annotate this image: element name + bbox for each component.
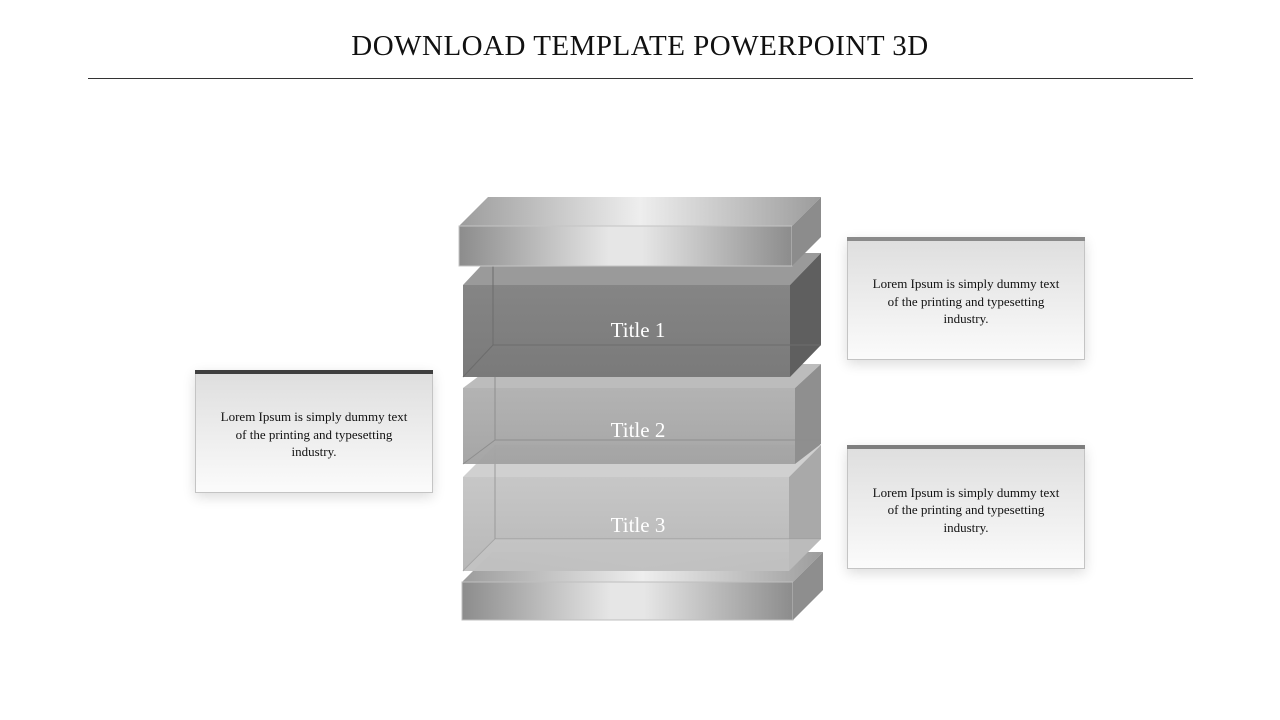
tier-2-label: Title 2 (610, 418, 666, 442)
note-card-left: Lorem Ipsum is simply dummy text of the … (195, 370, 433, 493)
note-accent-bar (847, 445, 1085, 449)
note-accent-bar (195, 370, 433, 374)
note-text: Lorem Ipsum is simply dummy text of the … (220, 409, 408, 460)
top-slab (458, 197, 821, 267)
tier-1-block (462, 253, 821, 378)
title-divider (88, 78, 1193, 79)
note-accent-bar (847, 237, 1085, 241)
tier-1-label: Title 1 (610, 318, 666, 342)
note-text: Lorem Ipsum is simply dummy text of the … (872, 276, 1060, 327)
slide-title: DOWNLOAD TEMPLATE POWERPOINT 3D (351, 30, 929, 62)
tier-3-label: Title 3 (610, 513, 666, 537)
note-card-top-right: Lorem Ipsum is simply dummy text of the … (847, 237, 1085, 360)
note-text: Lorem Ipsum is simply dummy text of the … (872, 484, 1060, 535)
tier-2-block (462, 364, 821, 465)
note-card-bottom-right: Lorem Ipsum is simply dummy text of the … (847, 445, 1085, 569)
